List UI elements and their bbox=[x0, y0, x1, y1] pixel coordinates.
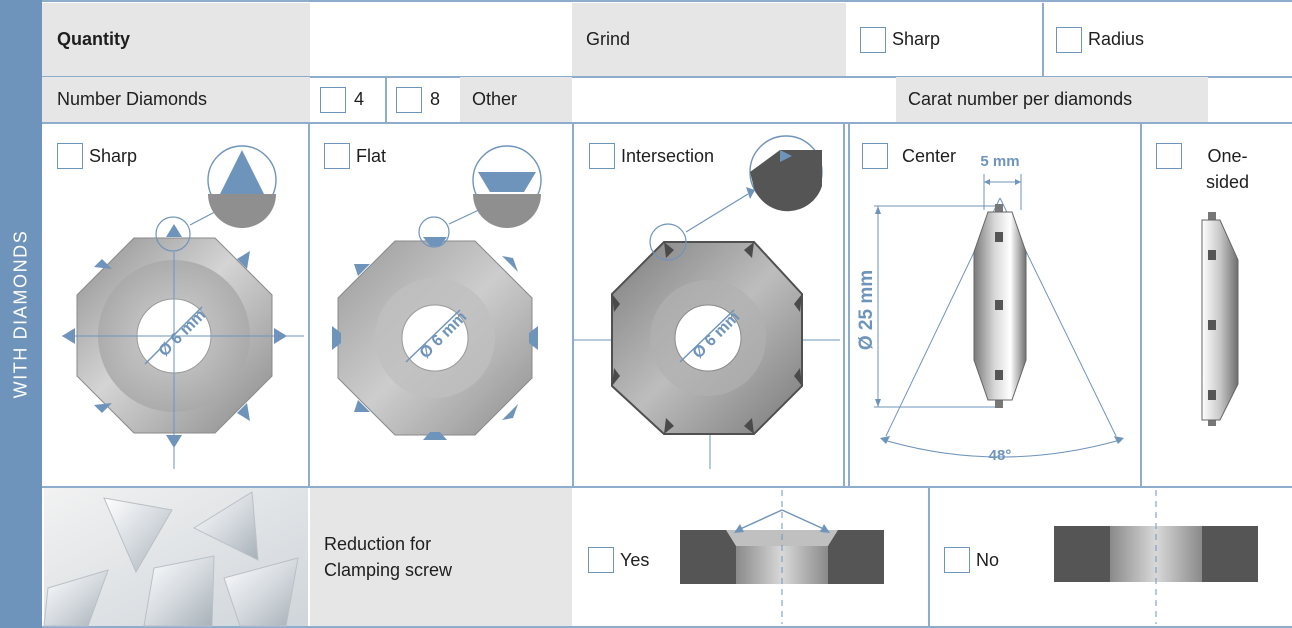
yes-reduction-drawing bbox=[680, 490, 884, 624]
divider bbox=[308, 122, 310, 486]
side-title: WITH DIAMONDS bbox=[10, 229, 31, 399]
option-4[interactable]: 4 bbox=[320, 77, 384, 122]
no-reduction-drawing bbox=[1054, 490, 1258, 624]
divider bbox=[1042, 3, 1044, 76]
center-angle-dim: 48° bbox=[989, 447, 1012, 464]
panel-one-sided-option[interactable]: One- sided bbox=[1156, 143, 1249, 195]
divider bbox=[42, 76, 1292, 78]
grind-label: Grind bbox=[572, 3, 846, 76]
divider bbox=[928, 486, 930, 626]
divider bbox=[572, 122, 574, 486]
divider bbox=[848, 122, 850, 486]
divider bbox=[1140, 122, 1142, 486]
divider bbox=[385, 77, 387, 122]
yes-checkbox[interactable] bbox=[588, 547, 614, 573]
panel-flat-option[interactable]: Flat bbox=[324, 143, 386, 169]
center-checkbox[interactable] bbox=[862, 143, 888, 169]
other-label: Other bbox=[460, 77, 572, 122]
option-8-checkbox[interactable] bbox=[396, 86, 422, 113]
divider bbox=[42, 486, 1292, 488]
diamonds-photo bbox=[43, 488, 308, 627]
other-field[interactable] bbox=[572, 77, 896, 122]
center-diameter-dim: Ø 25 mm bbox=[856, 270, 877, 350]
quantity-label: Quantity bbox=[42, 3, 310, 76]
intersection-checkbox[interactable] bbox=[589, 143, 615, 169]
center-side-drawing: 5 mm Ø 25 mm 48° bbox=[856, 153, 1124, 464]
panel-sharp-option[interactable]: Sharp bbox=[57, 143, 137, 169]
number-diamonds-label: Number Diamonds bbox=[42, 77, 310, 122]
quantity-field[interactable] bbox=[310, 3, 572, 76]
panel-center-option[interactable]: Center bbox=[862, 143, 956, 169]
sharp-disc-drawing: Ø 6 mm bbox=[62, 145, 304, 469]
center-width-dim: 5 mm bbox=[980, 153, 1019, 170]
side-tab: WITH DIAMONDS bbox=[0, 0, 42, 628]
reduction-no-option[interactable]: No bbox=[944, 545, 999, 575]
grind-radius-checkbox[interactable] bbox=[1056, 26, 1082, 53]
carat-field[interactable] bbox=[1208, 77, 1292, 122]
grind-sharp-option[interactable]: Sharp bbox=[846, 3, 1042, 76]
sharp-checkbox[interactable] bbox=[57, 143, 83, 169]
option-8[interactable]: 8 bbox=[396, 77, 460, 122]
reduction-label: Reduction for Clamping screw bbox=[310, 488, 572, 626]
reduction-yes-option[interactable]: Yes bbox=[588, 545, 649, 575]
grind-radius-option[interactable]: Radius bbox=[1044, 3, 1292, 76]
grind-sharp-checkbox[interactable] bbox=[860, 26, 886, 53]
one-sided-drawing bbox=[1201, 212, 1239, 426]
option-4-checkbox[interactable] bbox=[320, 86, 346, 113]
divider bbox=[843, 122, 845, 486]
flat-disc-drawing: Ø 6 mm bbox=[332, 145, 542, 440]
no-checkbox[interactable] bbox=[944, 547, 970, 573]
one-sided-checkbox[interactable] bbox=[1156, 143, 1182, 169]
carat-label: Carat number per diamonds bbox=[896, 77, 1208, 122]
intersection-disc-drawing: Ø 6 mm bbox=[574, 135, 840, 469]
divider bbox=[42, 122, 1292, 124]
divider bbox=[42, 626, 1292, 628]
divider bbox=[42, 0, 1292, 2]
flat-checkbox[interactable] bbox=[324, 143, 350, 169]
panel-intersection-option[interactable]: Intersection bbox=[589, 143, 714, 169]
